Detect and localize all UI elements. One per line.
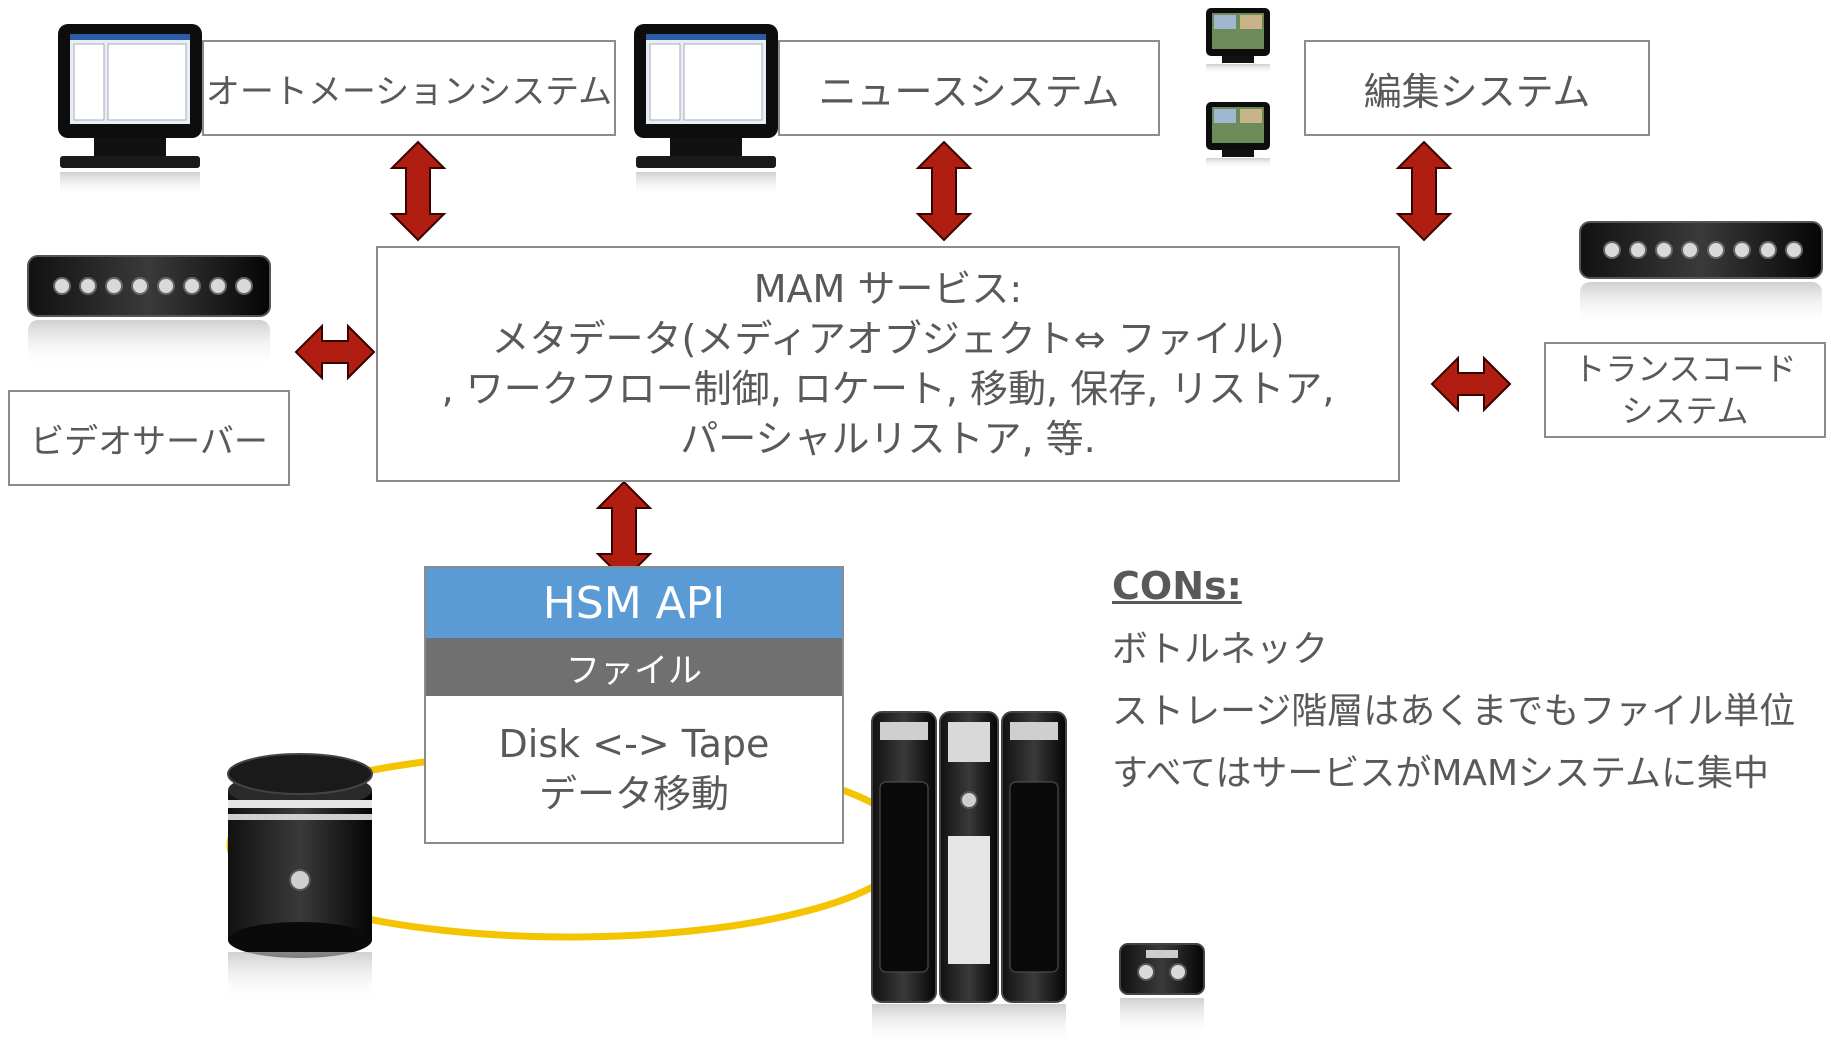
hsm-api-header: HSM API [426,568,842,638]
mam-metadata-line: メタデータ(メディアオブジェクト⇔ ファイル) [491,317,1285,361]
news-system-box: ニュースシステム [778,40,1160,136]
hsm-file-band: ファイル [426,638,842,696]
video-server-label: ビデオサーバー [30,421,268,462]
arrow-news-mam [915,140,973,242]
arrow-automation-mam [389,140,447,242]
video-server-icon [27,255,271,368]
monitor-icon-editing-1 [1206,8,1270,74]
tape-cartridge-icon [1119,943,1205,1038]
mam-workflow-line: , ワークフロー制御, ロケート, 移動, 保存, リストア, [441,367,1335,411]
mam-title: MAM サービス: [753,267,1023,311]
automation-system-box: オートメーションシステム [202,40,616,136]
arrow-mam-transcode [1430,355,1512,413]
cons-item: すべてはサービスがMAMシステムに集中 [1112,753,1769,794]
tape-library-icon [871,711,1067,1044]
hsm-disk-tape-line: Disk <-> Tape [498,722,770,766]
cons-item: ボトルネック [1112,629,1329,670]
hsm-stack: HSM API ファイル Disk <-> Tape データ移動 [424,566,844,844]
monitor-icon-editing-2 [1206,102,1270,168]
cons-title: CONs: [1112,564,1242,608]
video-server-box: ビデオサーバー [8,390,290,486]
transcode-label-line2: システム [1621,392,1749,430]
arrow-videoserver-mam [294,323,376,381]
monitor-icon-news [634,24,778,196]
arrow-mam-hsm [595,480,653,582]
hsm-data-movement: Disk <-> Tape データ移動 [426,696,842,842]
cons-item: ストレージ階層はあくまでもファイル単位 [1112,691,1796,732]
hsm-file-label: ファイル [566,650,702,691]
mam-service-box: MAM サービス: メタデータ(メディアオブジェクト⇔ ファイル) , ワークフ… [376,246,1400,482]
automation-system-label: オートメーションシステム [205,71,613,112]
hsm-api-label: HSM API [542,577,726,629]
transcode-label-line1: トランスコード [1573,350,1797,388]
transcode-system-box: トランスコード システム [1544,342,1826,438]
arrow-editing-mam [1395,140,1453,242]
editing-system-label: 編集システム [1363,69,1591,114]
news-system-label: ニュースシステム [818,69,1120,114]
editing-system-box: 編集システム [1304,40,1650,136]
monitor-icon-automation [58,24,202,196]
disk-storage-icon [227,753,373,1002]
hsm-data-move-line: データ移動 [538,772,729,816]
transcode-server-icon [1579,221,1823,326]
mam-restore-line: パーシャルリストア, 等. [680,417,1096,461]
